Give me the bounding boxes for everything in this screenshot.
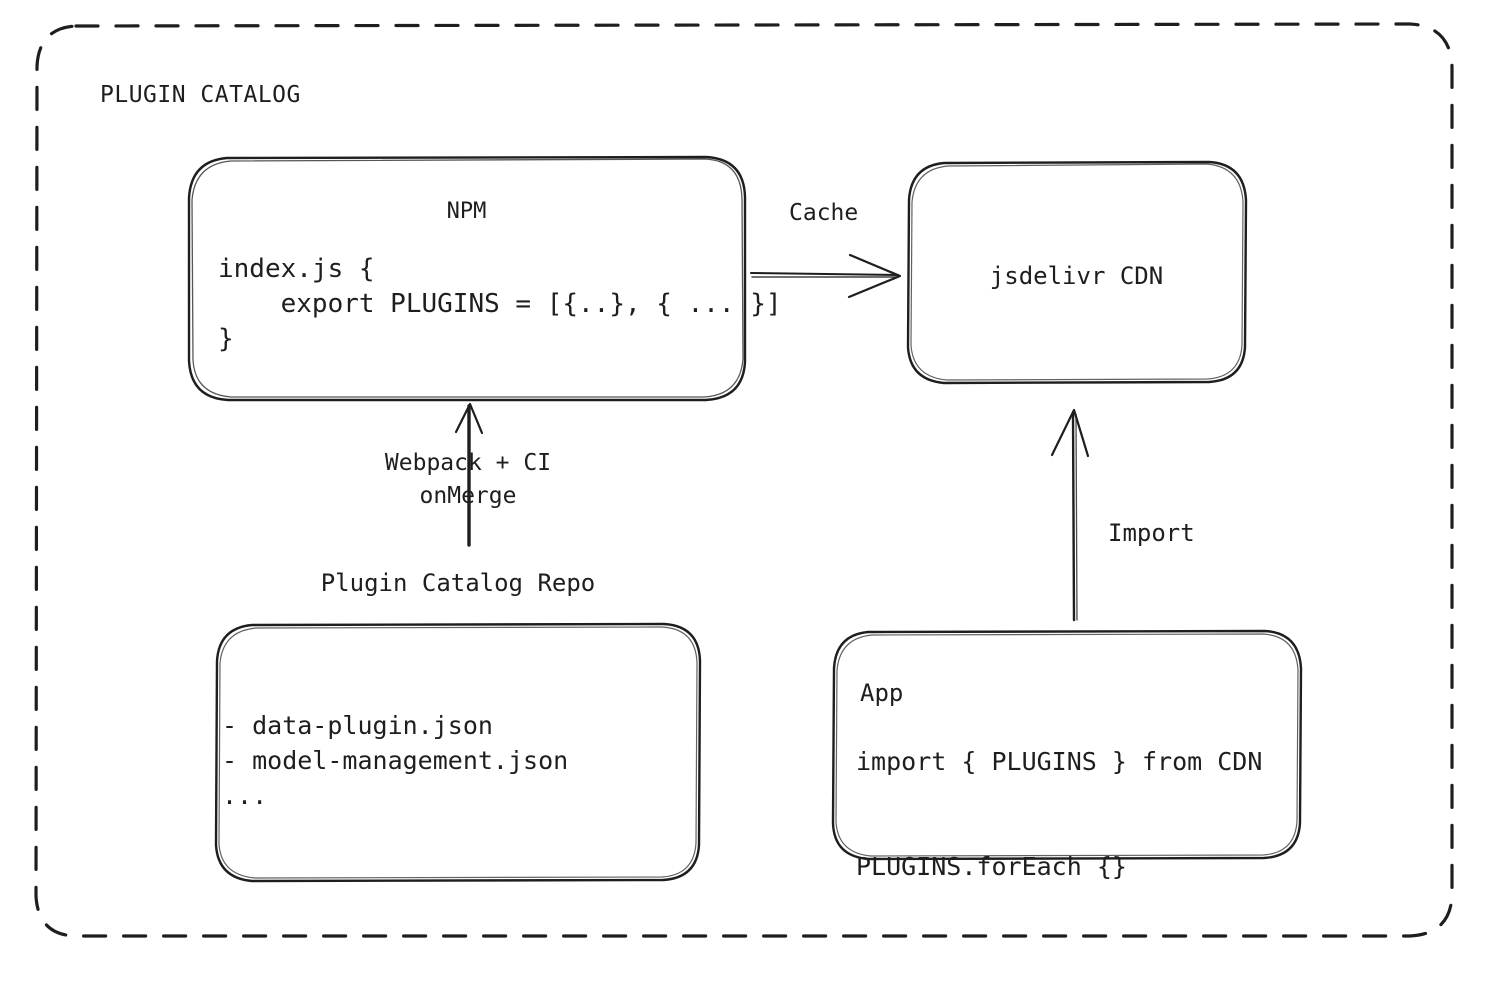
cdn-node-title: jsdelivr CDN bbox=[989, 262, 1164, 290]
import-edge-label: Import bbox=[1108, 519, 1195, 547]
repo-node-label: Plugin Catalog Repo bbox=[320, 569, 596, 597]
import-arrow-shaft-2 bbox=[1075, 413, 1078, 621]
app-node-title: App bbox=[860, 679, 904, 707]
build-arrow-head bbox=[454, 402, 484, 435]
import-arrow-head bbox=[1050, 408, 1090, 458]
app-node-code: import { PLUGINS } from CDN PLUGINS.forE… bbox=[856, 747, 1263, 881]
npm-node-code: index.js { export PLUGINS = [{..}, { ...… bbox=[218, 254, 782, 355]
import-arrow-shaft bbox=[1071, 411, 1076, 622]
build-edge-label: Webpack + CI onMerge bbox=[384, 450, 552, 510]
cache-arrow-head bbox=[847, 253, 902, 299]
cache-edge-label: Cache bbox=[789, 200, 859, 226]
repo-node-file-list: - data-plugin.json - model-management.js… bbox=[222, 711, 569, 810]
plugin-catalog-title: PLUGIN CATALOG bbox=[100, 82, 301, 108]
npm-node-title: NPM bbox=[446, 199, 487, 224]
